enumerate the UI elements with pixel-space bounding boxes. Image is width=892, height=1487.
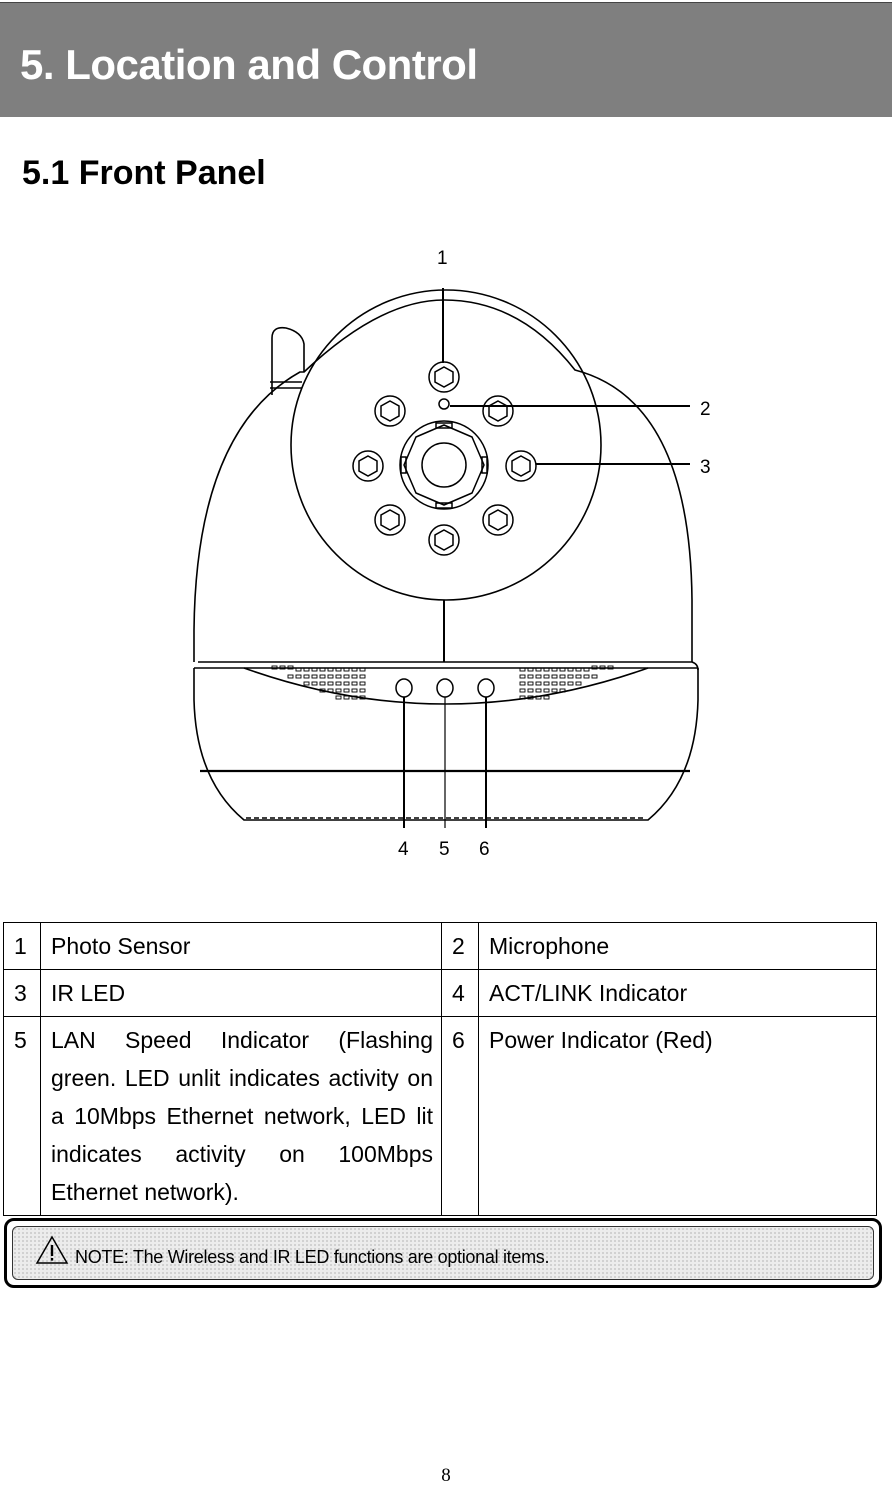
- part-number: 3: [3, 969, 41, 1017]
- ir-led-ring: [352, 395, 537, 556]
- callout-1: 1: [437, 248, 448, 269]
- part-label: ACT/LINK Indicator: [478, 969, 877, 1017]
- table-row: 5 LAN Speed Indicator (Flashing green. L…: [3, 1016, 877, 1216]
- part-number: 5: [3, 1016, 41, 1216]
- part-label: Microphone: [478, 922, 877, 970]
- part-label: Power Indicator (Red): [478, 1016, 877, 1216]
- table-row: 3 IR LED 4 ACT/LINK Indicator: [3, 969, 877, 1017]
- callout-2: 2: [700, 399, 711, 420]
- callout-4: 4: [398, 839, 409, 860]
- note-text: NOTE: The Wireless and IR LED functions …: [75, 1247, 550, 1267]
- vent-right: [519, 665, 614, 700]
- vent-left: [271, 665, 366, 700]
- part-number: 4: [441, 969, 479, 1017]
- camera-face: [290, 289, 602, 601]
- callout-5: 5: [439, 839, 450, 860]
- part-label: Photo Sensor: [40, 922, 442, 970]
- part-label: IR LED: [40, 969, 442, 1017]
- photo-sensor: [428, 361, 460, 393]
- page-number: 8: [441, 1465, 451, 1486]
- callout-3: 3: [700, 457, 711, 478]
- part-number: 2: [441, 922, 479, 970]
- part-label: LAN Speed Indicator (Flashing green. LED…: [40, 1016, 442, 1216]
- antenna: [271, 326, 305, 395]
- table-row: 1 Photo Sensor 2 Microphone: [3, 922, 877, 970]
- part-number: 6: [441, 1016, 479, 1216]
- camera-base: [193, 668, 699, 821]
- callout-6: 6: [479, 839, 490, 860]
- status-leds: [395, 678, 495, 698]
- chapter-title: 5. Location and Control: [20, 41, 478, 88]
- microphone: [438, 398, 450, 410]
- parts-table: 1 Photo Sensor 2 Microphone 3 IR LED 4 A…: [3, 922, 877, 1216]
- chapter-banner: 5. Location and Control: [0, 2, 892, 117]
- part-number: 1: [3, 922, 41, 970]
- front-panel-diagram: 1 2 3 4 5 6: [193, 248, 711, 860]
- warning-icon: [35, 1235, 69, 1270]
- camera-lens: [399, 420, 489, 510]
- note-box: NOTE: The Wireless and IR LED functions …: [4, 1218, 882, 1288]
- section-title: 5.1 Front Panel: [22, 154, 266, 192]
